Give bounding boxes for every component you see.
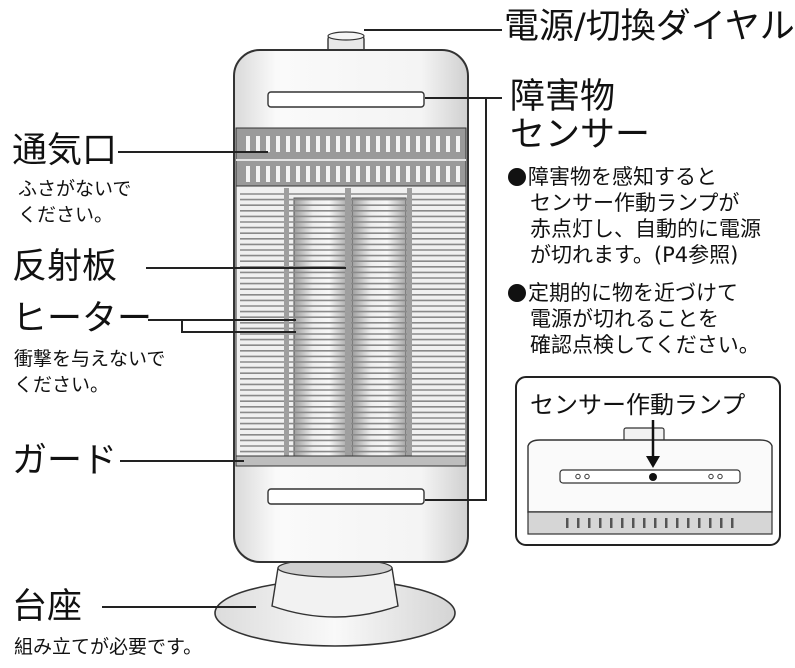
inset-tick xyxy=(599,518,602,528)
vent-bar xyxy=(316,136,320,152)
vent-bar xyxy=(326,166,330,182)
inset-tick xyxy=(720,518,723,528)
vent-bar xyxy=(446,166,450,182)
vent-bar xyxy=(446,136,450,152)
inset-tick xyxy=(577,518,580,528)
bottom-sensor-slot xyxy=(267,488,425,505)
vent-bar xyxy=(286,136,290,152)
vent-bar xyxy=(376,166,380,182)
vent-bar xyxy=(356,136,360,152)
vent-bar xyxy=(246,166,250,182)
note1-line3: 赤点灯し、自動的に電源 xyxy=(530,217,761,241)
vent-bar xyxy=(386,166,390,182)
vent-bar xyxy=(276,166,280,182)
note1-line4: が切れます。(P4参照) xyxy=(530,243,739,267)
vent-bar xyxy=(256,166,260,182)
inset-tick xyxy=(654,518,657,528)
vent-bar xyxy=(346,166,350,182)
inset-tick xyxy=(665,518,668,528)
vent-bar xyxy=(326,136,330,152)
guard-label: ガード xyxy=(12,441,118,481)
note2-line2: 電源が切れることを xyxy=(530,307,719,331)
heater-label: ヒーター xyxy=(12,299,153,339)
top-sensor-slot xyxy=(267,91,425,108)
base-note: 組み立てが必要です。 xyxy=(14,636,203,658)
vent-bar xyxy=(426,136,430,152)
vent-bar xyxy=(276,136,280,152)
sensor-leader xyxy=(425,97,487,501)
note1-line2: センサー作動ランプが xyxy=(530,191,740,215)
vent-bar xyxy=(266,166,270,182)
sensor-label-line1: 障害物 xyxy=(510,77,616,117)
inset-tick xyxy=(731,518,734,528)
vent-bar xyxy=(306,136,310,152)
vent-bar xyxy=(396,166,400,182)
vent-bar xyxy=(366,136,370,152)
note2-line3: 確認点検してください。 xyxy=(530,333,760,357)
inset-tick xyxy=(566,518,569,528)
inset-tick xyxy=(610,518,613,528)
vent-bar xyxy=(386,136,390,152)
vent-bar xyxy=(356,166,360,182)
vent-bar xyxy=(406,136,410,152)
vent-bar xyxy=(296,136,300,152)
bullet-dot xyxy=(508,284,526,302)
vent-bar xyxy=(396,136,400,152)
leader-lines xyxy=(102,29,502,608)
note1-line1: 障害物を感知すると xyxy=(528,165,717,189)
heater-note-line1: 衝撃を与えないで xyxy=(14,348,166,370)
inset-tick xyxy=(709,518,712,528)
reflector-label: 反射板 xyxy=(12,247,118,287)
vent-bar xyxy=(436,136,440,152)
vent-bar xyxy=(456,166,460,182)
vent-bar xyxy=(346,136,350,152)
vent-bar xyxy=(416,136,420,152)
vent-bar xyxy=(246,136,250,152)
sensor-note-2: 定期的に物を近づけて 電源が切れることを 確認点検してください。 xyxy=(508,280,760,358)
inset-tick xyxy=(588,518,591,528)
inset-title: センサー作動ランプ xyxy=(530,391,746,419)
inset-tick xyxy=(698,518,701,528)
inset-tick xyxy=(676,518,679,528)
vent-band xyxy=(235,127,467,187)
vent-bar xyxy=(426,166,430,182)
vent-bar xyxy=(336,166,340,182)
vent-bar xyxy=(266,136,270,152)
vent-bar xyxy=(376,136,380,152)
sensor-note-1: 障害物を感知すると センサー作動ランプが 赤点灯し、自動的に電源 が切れます。(… xyxy=(508,164,761,268)
vent-bar xyxy=(406,166,410,182)
inset-tick xyxy=(687,518,690,528)
vent-bar xyxy=(336,136,340,152)
sensor-label-line2: センサー xyxy=(510,115,651,155)
inset-tick xyxy=(643,518,646,528)
vent-note-line1: ふさがないで xyxy=(18,178,132,200)
heater-note-line2: ください。 xyxy=(14,374,110,396)
base-label: 台座 xyxy=(12,587,83,627)
vent-note-line2: ください。 xyxy=(18,204,114,226)
heater-leader-1 xyxy=(148,319,296,333)
guard-posts xyxy=(284,188,412,460)
vent-bar xyxy=(296,166,300,182)
inset-tick xyxy=(621,518,624,528)
dial-label: 電源/切換ダイヤル xyxy=(504,7,795,47)
vent-bar xyxy=(456,136,460,152)
sensor-lamp xyxy=(649,473,657,481)
vent-bar xyxy=(436,166,440,182)
arrow-head xyxy=(646,456,660,468)
inset-box xyxy=(515,376,781,546)
vent-bar xyxy=(306,166,310,182)
inset-tick xyxy=(632,518,635,528)
vent-bar xyxy=(256,136,260,152)
vent-bar xyxy=(286,166,290,182)
note2-line1: 定期的に物を近づけて xyxy=(528,281,738,305)
vent-bar xyxy=(416,166,420,182)
bottom-rail xyxy=(235,455,467,467)
bullet-dot xyxy=(508,168,526,186)
vent-bar xyxy=(316,166,320,182)
base-shape xyxy=(214,558,456,647)
vent-label: 通気口 xyxy=(12,131,118,171)
vent-bar xyxy=(366,166,370,182)
